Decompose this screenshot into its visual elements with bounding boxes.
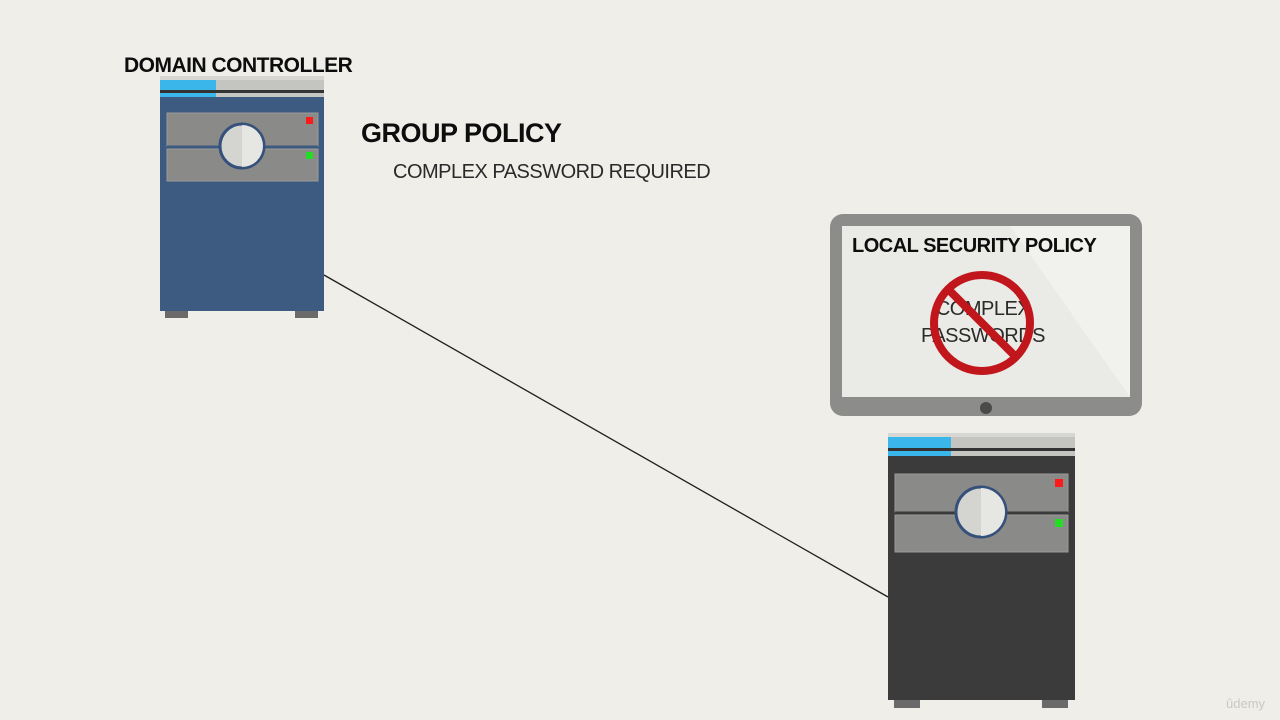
monitor-icon xyxy=(830,214,1142,416)
network-connection-line xyxy=(323,274,889,598)
domain-controller-server-icon xyxy=(160,76,324,318)
domain-controller-label: DOMAIN CONTROLLER xyxy=(124,54,353,77)
group-policy-title: GROUP POLICY xyxy=(361,118,562,148)
local-security-policy-title: LOCAL SECURITY POLICY xyxy=(852,235,1097,257)
no-symbol-icon xyxy=(930,271,1034,375)
dc-accent-bar xyxy=(160,80,216,90)
monitor-power-button xyxy=(980,402,992,414)
client-server-icon xyxy=(888,433,1075,708)
setting-line-2: PASSWORDS xyxy=(920,325,1046,347)
local-security-policy-setting: COMPLEX PASSWORDS xyxy=(900,296,1066,350)
udemy-watermark: ûdemy xyxy=(1226,696,1266,711)
group-policy-setting: COMPLEX PASSWORD REQUIRED xyxy=(393,161,711,183)
